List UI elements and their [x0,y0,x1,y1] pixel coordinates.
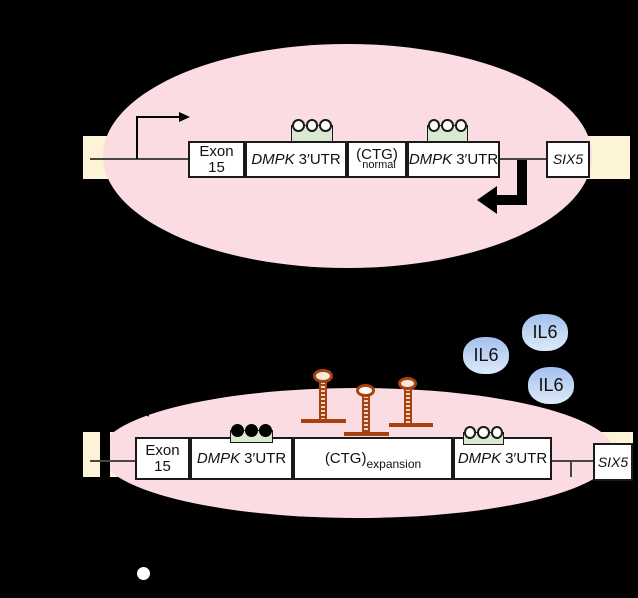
exon15-box-a: Exon 15 [188,141,245,178]
cpg-unmethylated-icon [292,119,305,132]
utr-label: 3′UTR [298,150,341,168]
ctg-subscript-expansion: expansion [366,457,422,472]
cpg-island-a1 [291,119,333,142]
il6-label: IL6 [532,322,558,342]
hairpin-loop-icon [356,384,375,397]
hairpin-base-icon [389,423,433,427]
il6-label: IL6 [473,345,499,365]
utr-label: 3′UTR [456,150,499,168]
transcription-start-arrow-shaft [136,116,181,118]
dmpk-3utr-box-a1: DMPK 3′UTR [245,141,347,178]
utr-label: 3′UTR [505,449,548,467]
cpg-island-b1-methylated [230,424,273,443]
cpg-methylated-icon [231,424,244,437]
exon15-label-line2: 15 [208,158,225,176]
antisense-arrow-shaft [495,195,527,205]
six5-box-a: SIX5 [546,141,590,178]
hairpin-base-icon [344,432,389,436]
ctg-subscript-normal: normal [362,159,396,172]
cpg-unmethylated-icon [464,426,477,439]
ctg-label: (CTG) [356,146,398,164]
hairpin-stem-icon [404,387,412,423]
utr-label: 3′UTR [244,449,287,467]
cpg-methylated-icon [259,424,272,437]
dmpk-3utr-box-b1: DMPK 3′UTR [190,437,293,480]
cpg-methylated-icon [245,424,258,437]
transcription-start-arrowhead-icon [179,112,190,122]
ctg-normal-box: (CTG) normal [347,141,407,178]
cpg-unmethylated-icon [428,119,441,132]
dmpk-3utr-box-a2: DMPK 3′UTR [407,141,500,178]
dmpk-gene-label: DMPK [457,449,502,467]
hairpin-base-icon [301,419,346,423]
six5-label: SIX5 [597,453,629,470]
hairpin-loop-icon [313,369,333,383]
exon15-label-line2: 15 [154,457,171,475]
il6-bubble: IL6 [528,367,574,404]
cpg-unmethylated-icon [319,119,333,132]
band-divider-right [633,427,638,485]
cpg-unmethylated-icon [454,119,467,132]
cpg-island-b2 [463,426,504,445]
exon15-label-line1: Exon [199,142,234,160]
legend-unmethylated-dot-icon [137,567,150,580]
antisense-blocked-line [570,462,572,477]
exon15-box-b: Exon 15 [135,437,190,480]
transcription-start-arrow [136,116,138,159]
six5-box-b: SIX5 [593,443,633,481]
dmpk-gene-label: DMPK [408,150,453,168]
six5-label: SIX5 [552,151,584,168]
cpg-unmethylated-icon [305,119,319,132]
cpg-unmethylated-icon [441,119,454,132]
cpg-unmethylated-icon [490,426,503,439]
cpg-island-a2 [427,119,468,142]
dmpk-gene-label: DMPK [196,449,241,467]
hairpin-loop-icon [398,377,417,390]
band-divider-left [100,430,110,479]
antisense-arrow-vertical [517,160,527,204]
exon15-label-line1: Exon [145,441,180,459]
cpg-unmethylated-icon [477,426,490,439]
hairpin-stem-icon [319,380,327,419]
il6-label: IL6 [538,375,564,395]
antisense-arrowhead-icon [477,186,497,214]
il6-bubble: IL6 [463,337,509,374]
blocked-transcription-arrowhead-icon [133,403,151,417]
il6-bubble: IL6 [522,314,568,351]
hairpin-stem-icon [362,394,370,432]
dmpk-gene-label: DMPK [251,150,295,168]
ctg-expansion-box: (CTG) expansion [293,437,453,480]
ctg-label: (CTG) [324,449,367,467]
